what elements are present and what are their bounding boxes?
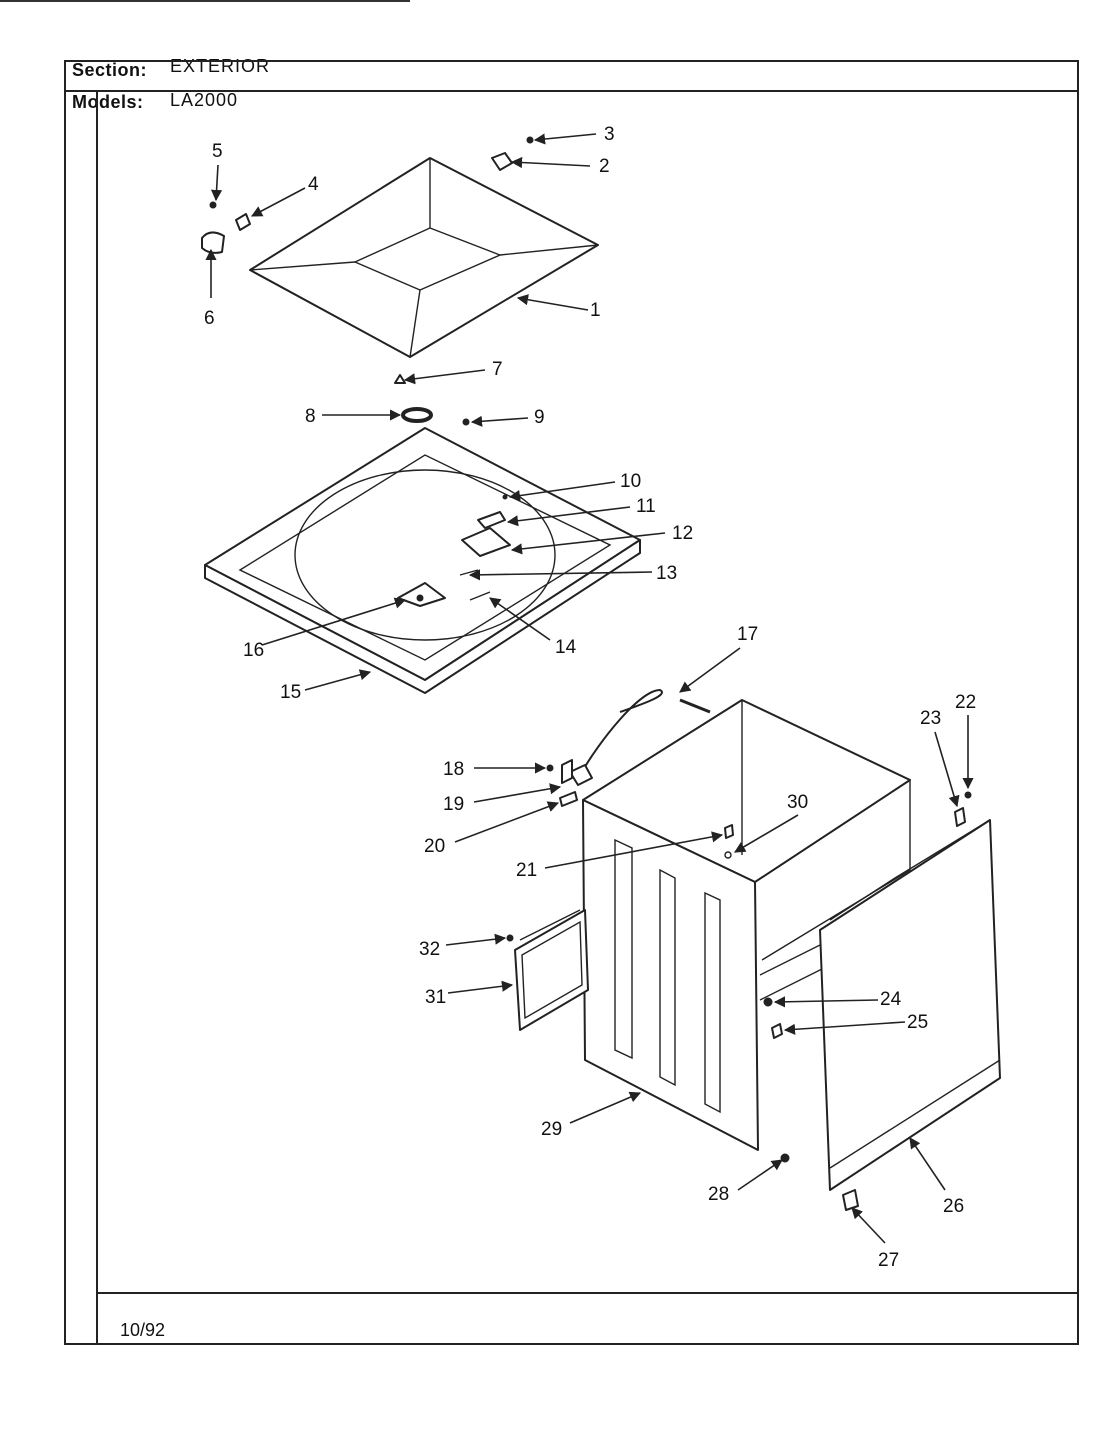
callout-14: 14 — [555, 637, 577, 658]
callout-4: 4 — [308, 174, 319, 195]
models-label: Models: — [72, 92, 144, 112]
callout-24: 24 — [880, 989, 902, 1010]
header-separator — [66, 90, 1077, 92]
callout-17: 17 — [737, 624, 758, 645]
callout-22: 22 — [955, 692, 976, 713]
callout-labels: 1 2 3 4 5 6 7 8 9 10 11 12 13 14 15 16 1… — [204, 124, 976, 1271]
callout-30: 30 — [787, 792, 808, 813]
callout-3: 3 — [604, 124, 615, 145]
callout-15: 15 — [280, 682, 301, 703]
diagram-frame — [64, 60, 1079, 1345]
callout-5: 5 — [212, 141, 223, 162]
callout-16: 16 — [243, 640, 264, 661]
rear-panel-part — [819, 819, 1001, 1191]
callout-10: 10 — [620, 471, 641, 492]
callout-31: 31 — [425, 987, 446, 1008]
callout-7: 7 — [492, 359, 503, 380]
footer-separator — [96, 1292, 1077, 1294]
frame-inner-border — [96, 90, 98, 1345]
callout-1: 1 — [590, 300, 601, 321]
callout-28: 28 — [708, 1184, 729, 1205]
callout-23: 23 — [920, 708, 941, 729]
callout-9: 9 — [534, 407, 545, 428]
cabinet-part — [519, 699, 911, 1151]
callout-2: 2 — [599, 156, 610, 177]
callout-26: 26 — [943, 1196, 964, 1217]
lid-part — [249, 157, 599, 358]
callout-11: 11 — [636, 496, 656, 517]
callout-19: 19 — [443, 794, 464, 815]
callout-21: 21 — [516, 860, 537, 881]
callout-8: 8 — [305, 406, 316, 427]
callout-13: 13 — [656, 563, 677, 584]
callout-32: 32 — [419, 939, 440, 960]
callout-27: 27 — [878, 1250, 899, 1271]
callout-6: 6 — [204, 308, 215, 329]
revision-date: 10/92 — [120, 1320, 166, 1340]
models-value: LA2000 — [170, 90, 239, 110]
callout-29: 29 — [541, 1119, 562, 1140]
callout-18: 18 — [443, 759, 464, 780]
cabinet-hardware — [506, 759, 972, 1211]
access-panel-part — [514, 909, 589, 1031]
callout-25: 25 — [907, 1012, 928, 1033]
callout-12: 12 — [672, 523, 693, 544]
power-cord-part — [569, 688, 711, 786]
section-label: Section: — [72, 60, 148, 80]
leader-lines — [205, 133, 974, 1244]
top-panel-part — [204, 407, 641, 694]
top-rule — [0, 0, 410, 2]
callout-20: 20 — [424, 836, 445, 857]
